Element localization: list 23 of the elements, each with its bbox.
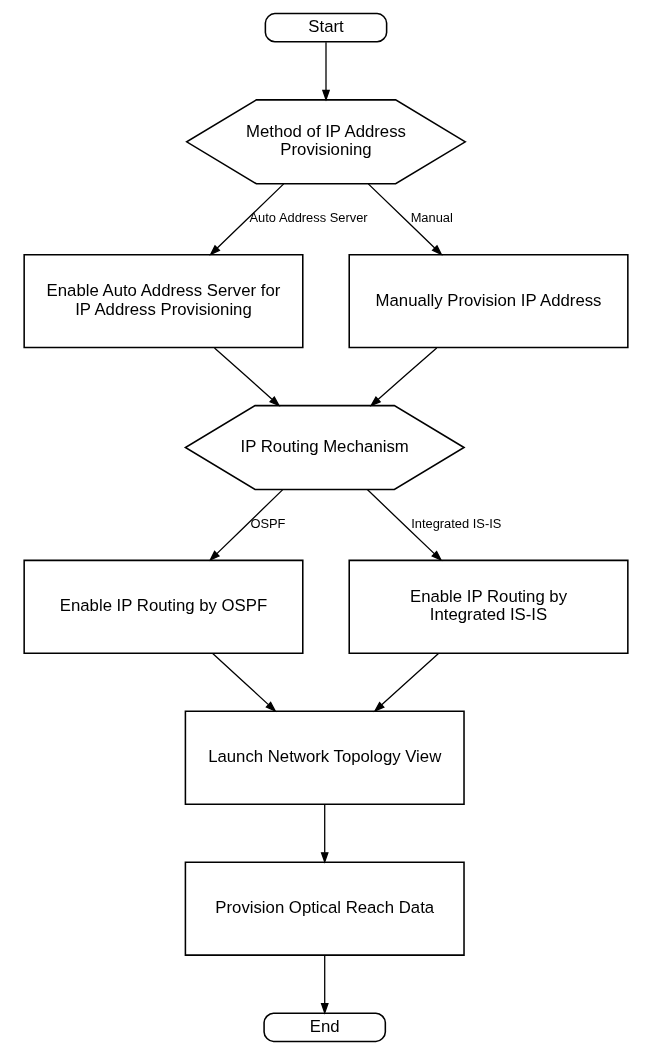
node-box: Enable IP Routing by Integrated IS-IS: [348, 559, 629, 655]
edge-label: OSPF: [250, 516, 286, 532]
node-box: Launch Network Topology View: [184, 710, 465, 805]
node-box: Enable Auto Address Server for IP Address Provisioning: [23, 253, 304, 349]
node-box: Start: [264, 12, 388, 43]
node-box: Manually Provision IP Address: [348, 253, 629, 349]
arrow: [366, 488, 443, 562]
edge-label: Manual: [410, 210, 453, 226]
arrow: [367, 183, 443, 256]
node-box: Provision Optical Reach Data: [184, 861, 465, 956]
arrow: [320, 954, 329, 1015]
arrow: [208, 488, 284, 562]
arrow: [321, 41, 331, 102]
arrow: [212, 652, 277, 713]
edge-label: Integrated IS-IS: [411, 516, 502, 532]
arrow: [320, 803, 329, 864]
node-box: Enable IP Routing by OSPF: [23, 559, 304, 655]
arrow: [369, 347, 438, 407]
node-box: End: [263, 1012, 387, 1043]
edge-label: Auto Address Server: [249, 210, 368, 226]
arrow: [373, 652, 440, 713]
arrow: [213, 347, 281, 407]
arrow: [209, 183, 285, 256]
